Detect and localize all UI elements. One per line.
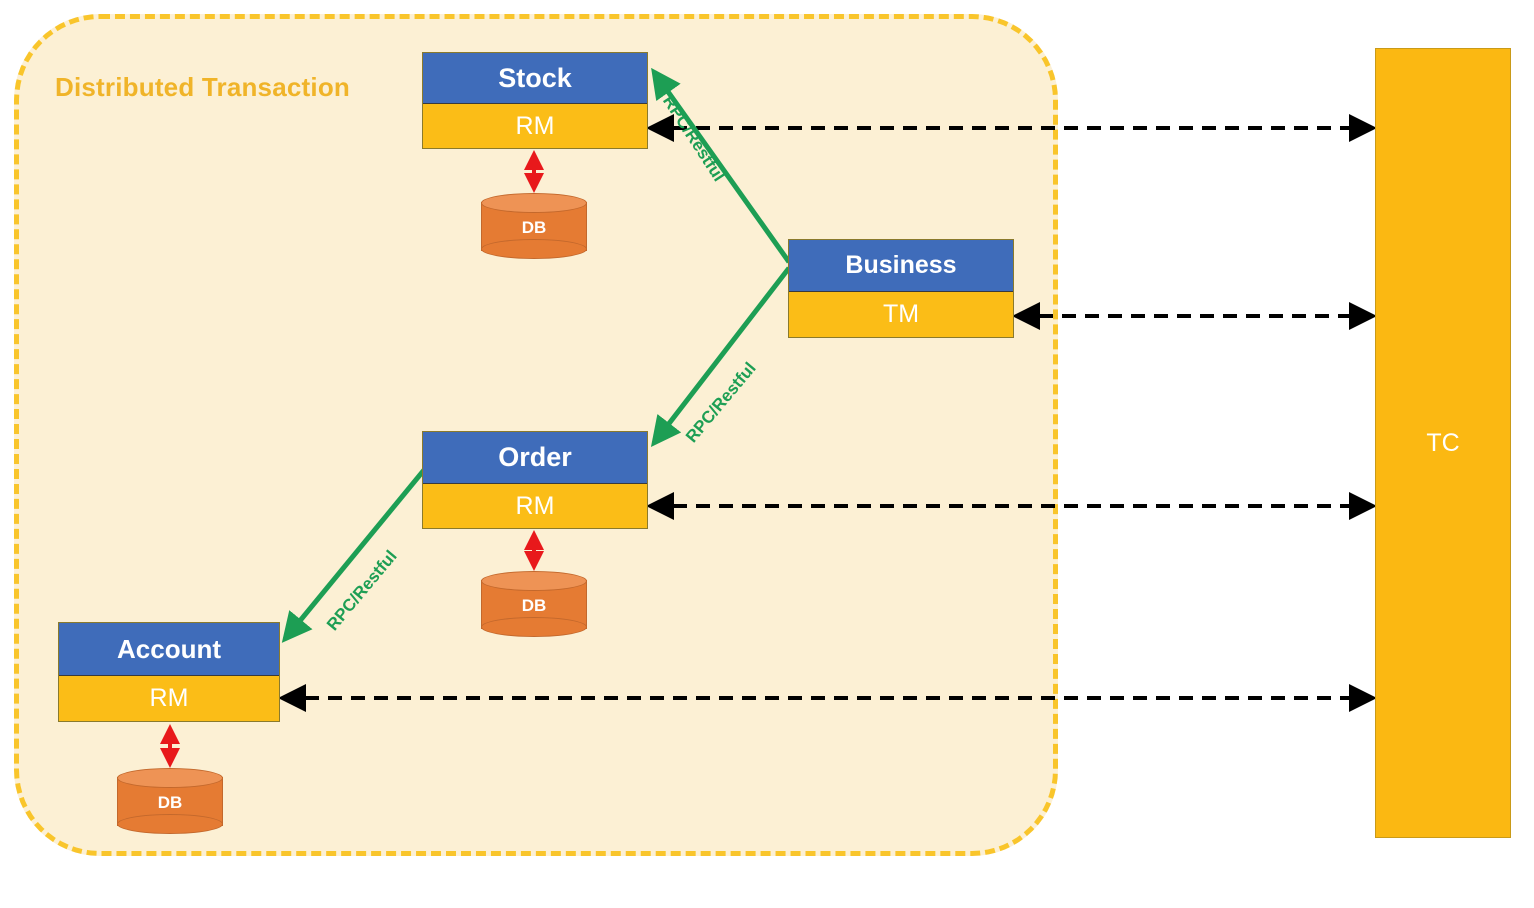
database-label-account: DB xyxy=(157,793,183,812)
database-cylinder-account: DB xyxy=(117,768,223,834)
cylinder-top xyxy=(481,571,587,591)
database-label-order: DB xyxy=(521,596,547,615)
service-role-account: RM xyxy=(59,676,279,721)
cylinder-bottom xyxy=(481,239,587,259)
service-name-order: Order xyxy=(423,432,647,484)
transaction-coordinator-box[interactable]: TC xyxy=(1375,48,1511,838)
service-box-account[interactable]: Account RM xyxy=(58,622,280,722)
database-cylinder-stock: DB xyxy=(481,193,587,259)
service-role-order: RM xyxy=(423,484,647,528)
cylinder-bottom xyxy=(481,617,587,637)
database-cylinder-order: DB xyxy=(481,571,587,637)
transaction-coordinator-label: TC xyxy=(1426,428,1460,457)
service-role-business: TM xyxy=(789,292,1013,337)
service-box-order[interactable]: Order RM xyxy=(422,431,648,529)
cylinder-top xyxy=(481,193,587,213)
service-box-business[interactable]: Business TM xyxy=(788,239,1014,338)
service-box-stock[interactable]: Stock RM xyxy=(422,52,648,149)
cylinder-bottom xyxy=(117,814,223,834)
service-name-account: Account xyxy=(59,623,279,676)
service-role-stock: RM xyxy=(423,104,647,148)
cylinder-top xyxy=(117,768,223,788)
service-name-business: Business xyxy=(789,240,1013,292)
distributed-transaction-title: Distributed Transaction xyxy=(55,72,350,102)
database-label-stock: DB xyxy=(521,218,547,237)
service-name-stock: Stock xyxy=(423,53,647,104)
